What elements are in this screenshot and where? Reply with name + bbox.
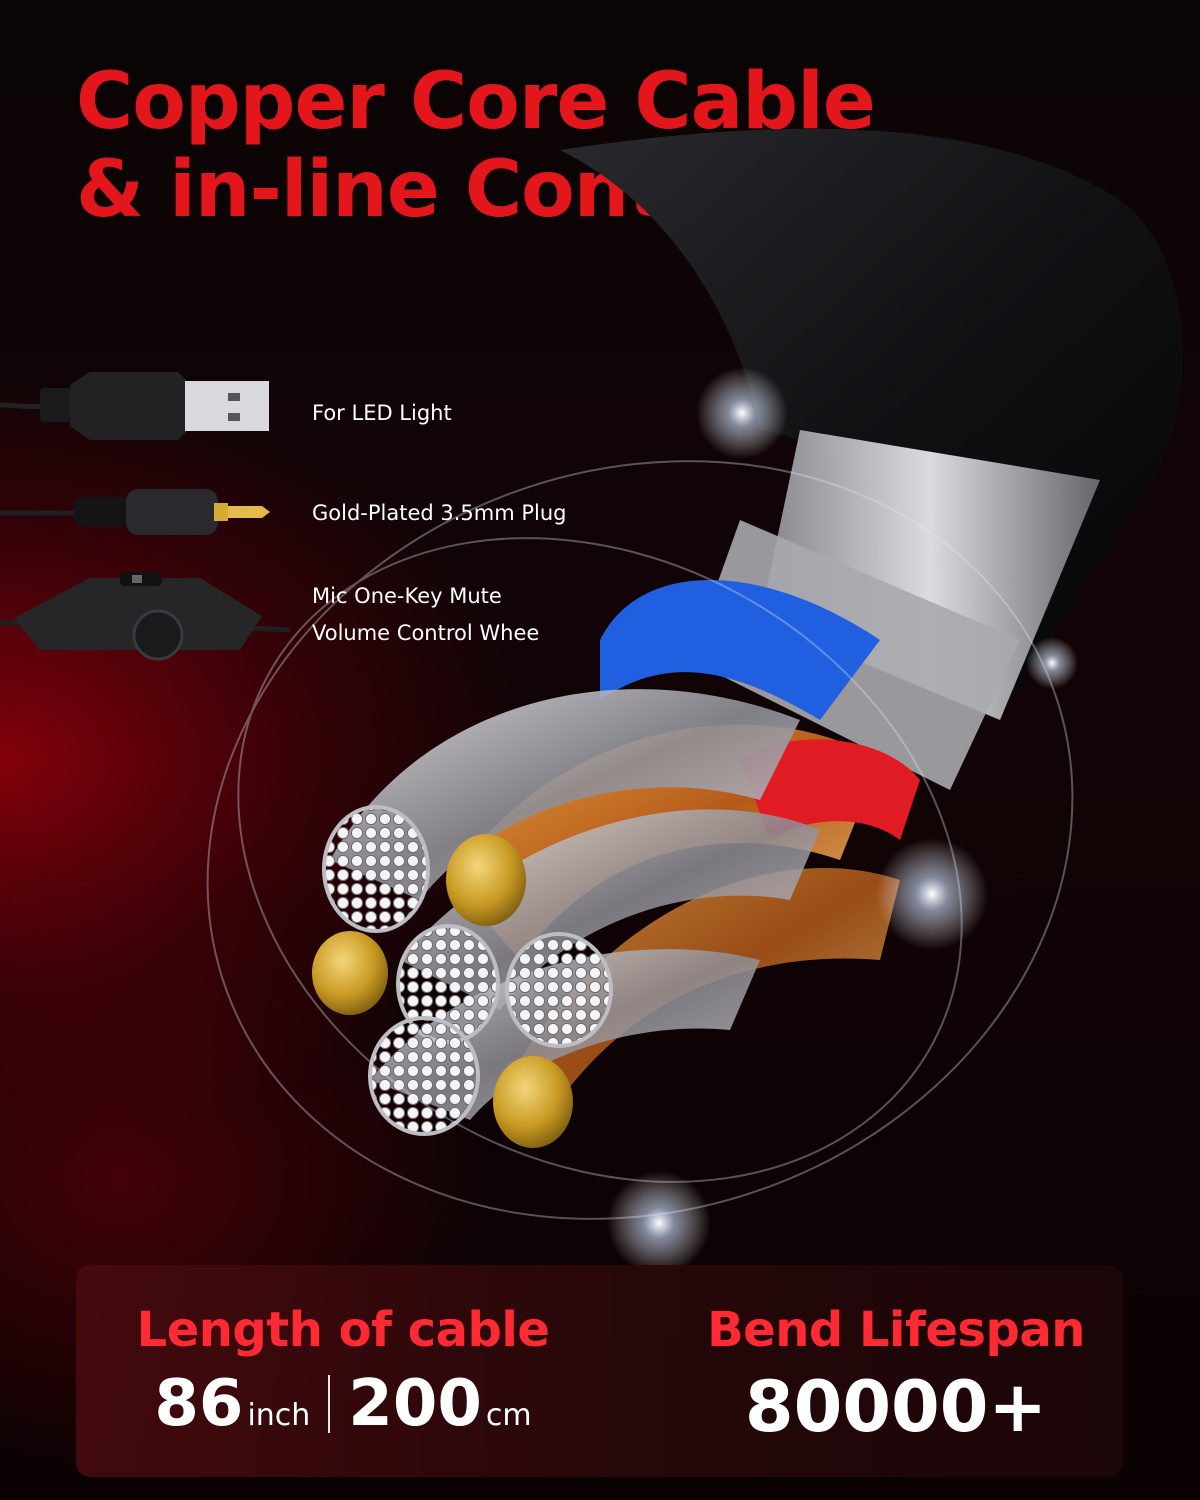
bend-lifespan-stat: Bend Lifespan 80000+ [666,1265,1126,1447]
audio-jack-icon [0,489,270,535]
cable-length-values: 86 inch 200 cm [76,1367,610,1441]
feature-gold-plug: Gold-Plated 3.5mm Plug [312,495,567,532]
feature-led-light-label: For LED Light [312,401,452,425]
length-cm-unit: cm [485,1398,532,1433]
feature-inline-control-line-2: Volume Control Whee [312,621,540,645]
red-insulator [740,739,920,840]
specs-panel: Length of cable 86 inch 200 cm Bend Life… [76,1265,1123,1477]
cable-length-label: Length of cable [136,1302,550,1358]
inline-control-icon [0,572,291,661]
cable-length-stat: Length of cable 86 inch 200 cm [76,1265,610,1441]
usb-plug-icon [0,372,269,440]
feature-led-light: For LED Light [312,395,452,432]
length-inch-value: 86 [154,1367,244,1441]
blue-insulator [600,580,880,720]
feature-inline-control: Mic One-Key Mute Volume Control Whee [312,578,539,652]
feature-gold-plug-label: Gold-Plated 3.5mm Plug [312,501,567,525]
value-separator [328,1375,331,1433]
length-inch-unit: inch [247,1398,311,1433]
bend-lifespan-value: 80000+ [744,1366,1048,1448]
feature-inline-control-line-1: Mic One-Key Mute [312,584,502,608]
gold-conductors [312,834,573,1148]
silver-strand-bundles [322,689,820,1136]
motion-arcs [206,460,1074,1220]
length-cm-value: 200 [348,1367,482,1441]
light-flares [607,367,1078,1275]
bend-lifespan-label: Bend Lifespan [707,1302,1085,1358]
